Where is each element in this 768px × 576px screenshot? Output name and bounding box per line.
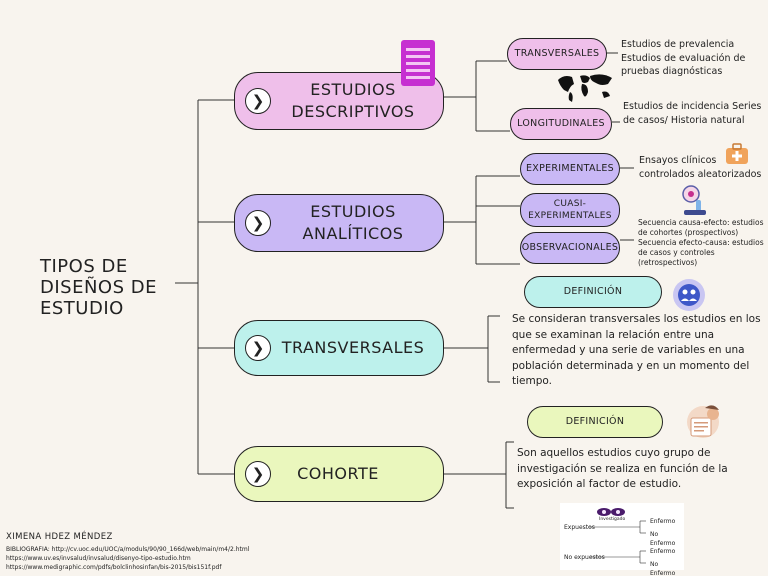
diagram-enfermo-2: Enfermo bbox=[650, 548, 676, 555]
diagram-enfermo: Enfermo bbox=[650, 518, 676, 525]
chevron-right-icon[interactable]: ❯ bbox=[245, 210, 271, 236]
node-label: ESTUDIOS DESCRIPTIVOS bbox=[291, 80, 415, 121]
experimentales-desc: Ensayos clínicos controlados aleatorizad… bbox=[639, 155, 762, 180]
diagram-no-expuestos: No expuestos bbox=[564, 554, 605, 561]
author-name: XIMENA HDEZ MÉNDEZ bbox=[6, 532, 113, 542]
pill-observacionales[interactable]: OBSERVACIONALES bbox=[520, 232, 620, 264]
transversales-desc: Estudios de prevalencia Estudios de eval… bbox=[621, 39, 746, 77]
pill-definicion-transversales[interactable]: DEFINICIÓN bbox=[524, 276, 662, 308]
node-estudios-analiticos[interactable]: ❯ ESTUDIOS ANALÍTICOS bbox=[234, 194, 444, 252]
cohorte-definition-text: Son aquellos estudios cuyo grupo de inve… bbox=[517, 447, 728, 490]
node-estudios-descriptivos[interactable]: ❯ ESTUDIOS DESCRIPTIVOS bbox=[234, 72, 444, 130]
pill-cuasi-experimentales[interactable]: CUASI-EXPERIMENTALES bbox=[520, 193, 620, 227]
world-map-icon bbox=[558, 74, 612, 102]
longitudinales-desc: Estudios de incidencia Series de casos/ … bbox=[623, 101, 762, 126]
diagram-no-enfermo: No Enfermo bbox=[650, 531, 676, 547]
pill-definicion-cohorte[interactable]: DEFINICIÓN bbox=[527, 406, 663, 438]
bibliography-2[interactable]: https://www.uv.es/invsalud/invsalud/dise… bbox=[6, 555, 191, 562]
bibliography-1[interactable]: BIBLIOGRAFIA: http://cv.uoc.edu/UOC/a/mo… bbox=[6, 546, 250, 553]
pill-longitudinales[interactable]: LONGITUDINALES bbox=[510, 108, 612, 140]
reading-icon bbox=[687, 405, 719, 438]
transversales-definition-text: Se consideran transversales los estudios… bbox=[512, 313, 761, 387]
pill-experimentales[interactable]: EXPERIMENTALES bbox=[520, 153, 620, 185]
cohort-diagram-lines bbox=[588, 508, 646, 564]
chevron-right-icon[interactable]: ❯ bbox=[245, 335, 271, 361]
team-icon bbox=[673, 279, 705, 311]
diagram-no-enfermo-2: No Enfermo bbox=[650, 561, 676, 576]
pill-transversales[interactable]: TRANSVERSALES bbox=[507, 38, 607, 70]
cohort-diagram: Investigado Expuestos No expuestos Enfer… bbox=[560, 503, 684, 576]
node-label: COHORTE bbox=[297, 464, 379, 483]
document-icon bbox=[401, 40, 435, 86]
diagram-title: Investigado bbox=[599, 517, 626, 522]
chevron-right-icon[interactable]: ❯ bbox=[245, 88, 271, 114]
node-cohorte[interactable]: ❯ COHORTE bbox=[234, 446, 444, 502]
diagram-expuestos: Expuestos bbox=[564, 524, 595, 531]
lab-icon bbox=[682, 185, 706, 215]
main-title: TIPOS DE DISEÑOS DE ESTUDIO bbox=[40, 256, 157, 319]
observacionales-desc: Secuencia causa-efecto: estudios de coho… bbox=[638, 218, 764, 267]
chevron-right-icon[interactable]: ❯ bbox=[245, 461, 271, 487]
first-aid-icon bbox=[726, 143, 748, 164]
bibliography-3[interactable]: https://www.medigraphic.com/pdfs/bolclin… bbox=[6, 564, 222, 571]
node-transversales[interactable]: ❯ TRANSVERSALES bbox=[234, 320, 444, 376]
node-label: ESTUDIOS ANALÍTICOS bbox=[302, 202, 404, 243]
node-label: TRANSVERSALES bbox=[281, 338, 425, 357]
